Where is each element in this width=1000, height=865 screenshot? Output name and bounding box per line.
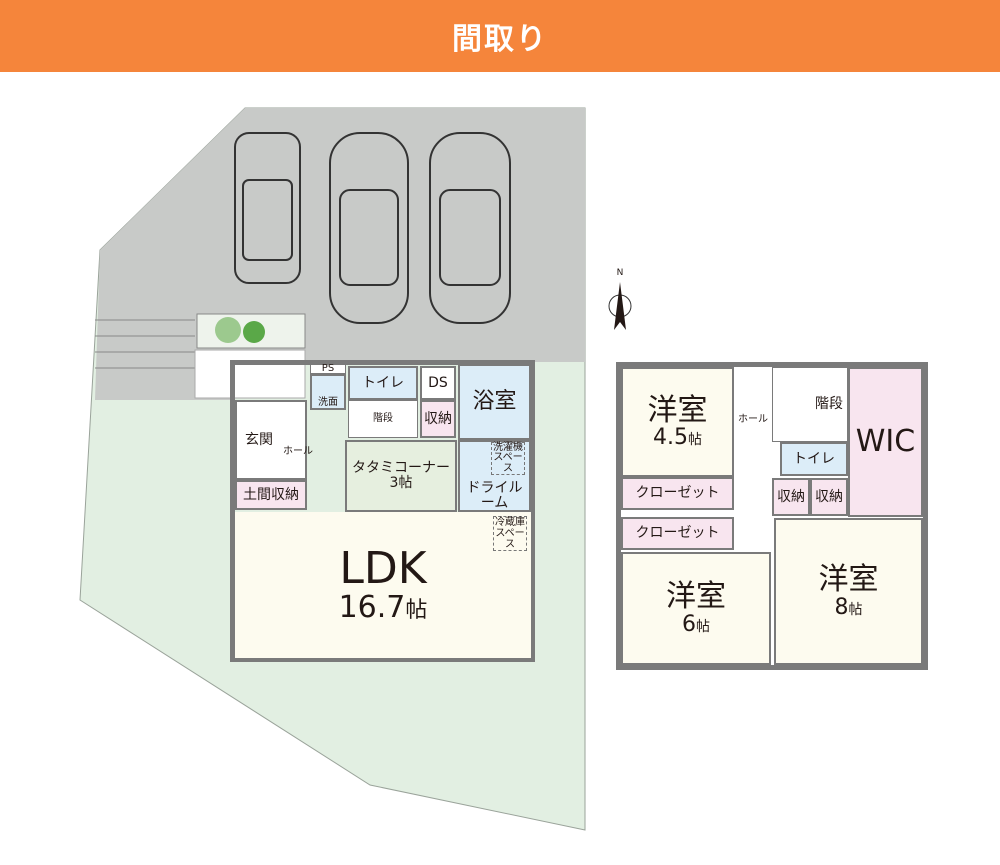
hall-2f[interactable]: ホール (734, 367, 772, 552)
closet1-label: クローゼット (635, 485, 720, 502)
ds-label: DS (428, 374, 448, 391)
shrub (243, 321, 265, 343)
room6-size: 6 (682, 611, 696, 637)
room6-label: 洋室 (666, 579, 726, 615)
closet2-label: クローゼット (635, 525, 720, 542)
north-compass-icon: N (606, 268, 634, 332)
porch-tiles (194, 349, 306, 399)
ldk-label: LDK (339, 543, 427, 595)
room-ds: DS (420, 366, 456, 400)
room6-unit: 帖 (696, 618, 710, 635)
room8-size: 8 (834, 594, 849, 620)
page-title: 間取り (452, 22, 548, 57)
steps (95, 319, 195, 369)
toilet2-label: トイレ (793, 450, 835, 467)
room-ldk[interactable]: LDK 16.7帖 (235, 512, 531, 658)
closet-2[interactable]: クローゼット (621, 517, 734, 550)
room8-unit: 帖 (848, 601, 863, 618)
room45-size: 4.5 (653, 425, 688, 451)
room-western-4-5[interactable]: 洋室 4.5帖 (621, 367, 734, 477)
storage1-label: 収納 (777, 488, 805, 505)
tatami-size: 3帖 (389, 475, 413, 491)
compass-label: N (616, 268, 624, 278)
doma-storage-label: 土間収納 (243, 486, 299, 503)
hall2-label: ホール (738, 414, 768, 425)
bath-label: 浴室 (472, 389, 517, 415)
room8-label: 洋室 (818, 562, 879, 598)
room-western-6[interactable]: 洋室 6帖 (621, 552, 771, 665)
car (234, 132, 511, 324)
room45-unit: 帖 (688, 432, 702, 449)
page-header: 間取り (0, 0, 1000, 72)
room-wic[interactable]: WIC (848, 367, 923, 517)
ldk-unit: 帖 (405, 598, 428, 624)
wic-label: WIC (855, 424, 916, 460)
room-bath[interactable]: 浴室 (458, 364, 531, 440)
room-toilet-2f[interactable]: トイレ (780, 442, 848, 476)
shrub (215, 317, 241, 343)
storage-2f-2[interactable]: 収納 (810, 478, 848, 516)
fridge-space-label: 冷蔵庫スペース (493, 516, 527, 551)
ps-label: PS (321, 362, 335, 374)
tatami-label: タタミコーナー (352, 460, 450, 477)
entrance-label: 玄関 (245, 431, 273, 448)
room-dry-room[interactable]: 洗濯機スペース ドライルーム (458, 440, 531, 512)
stairs-2f[interactable]: 階段 (772, 367, 848, 442)
hall-label: ホール (283, 446, 313, 457)
room-ps: PS (310, 362, 346, 374)
toilet-label: トイレ (362, 374, 404, 391)
storage-2f-1[interactable]: 収納 (772, 478, 810, 516)
room-toilet[interactable]: トイレ (348, 366, 418, 400)
washer-space-label: 洗濯機スペース (491, 441, 525, 476)
stairs-label: 階段 (373, 412, 393, 424)
ldk-size: 16.7 (338, 590, 406, 626)
washroom-label: 洗面 (318, 396, 338, 408)
closet-1[interactable]: クローゼット (621, 477, 734, 510)
stairs[interactable]: 階段 (348, 400, 418, 438)
room-doma-storage[interactable]: 土間収納 (235, 480, 307, 510)
room-entrance[interactable]: 玄関 (235, 400, 307, 480)
dry-room-label: ドライルーム (466, 480, 523, 511)
storage-label: 収納 (424, 410, 452, 427)
room-tatami[interactable]: タタミコーナー 3帖 (345, 440, 457, 512)
room45-label: 洋室 (647, 392, 708, 428)
stairs2-label: 階段 (815, 396, 843, 413)
storage2-label: 収納 (815, 488, 843, 505)
room-western-8[interactable]: 洋室 8帖 (774, 518, 923, 665)
room-storage[interactable]: 収納 (420, 400, 456, 438)
room-washroom[interactable]: 洗面 (310, 374, 346, 410)
